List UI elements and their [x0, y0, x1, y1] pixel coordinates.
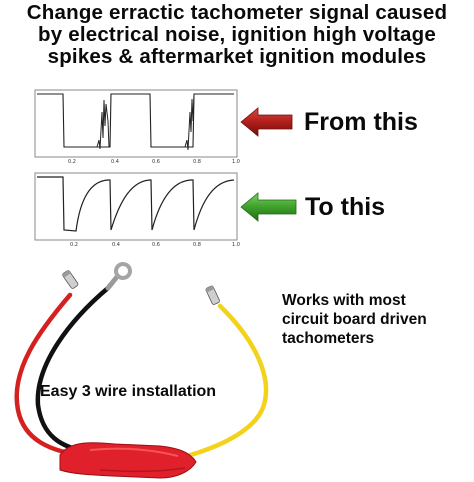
to-this-label: To this — [305, 193, 386, 221]
red-wire — [14, 292, 91, 459]
yellow-wire-terminal-icon — [205, 285, 220, 305]
compatibility-line-2: circuit board driven — [282, 311, 427, 328]
compatibility-text: Works with most circuit board driven tac… — [282, 291, 427, 348]
ring-terminal-icon — [105, 262, 132, 291]
noisy-tick-label: 0.6 — [152, 159, 160, 165]
compatibility-line-1: Works with most — [282, 292, 406, 309]
black-wire — [35, 285, 111, 455]
headline-line-3: spikes & aftermarket ignition modules — [47, 45, 427, 68]
left-arrow-green-icon — [240, 192, 297, 222]
headline-line-1: Change erractic tachometer signal caused — [26, 1, 448, 24]
clean-tick-label: 0.2 — [70, 242, 78, 248]
noisy-tick-label: 0.2 — [68, 159, 76, 165]
headline: Change erractic tachometer signal caused… — [0, 2, 474, 68]
clean-plot-ticks: 0.2 0.4 0.6 0.8 1.0 — [70, 242, 240, 248]
noisy-tick-label: 0.4 — [111, 159, 119, 165]
clean-tick-label: 0.6 — [152, 242, 160, 248]
left-arrow-red-icon — [240, 107, 293, 137]
noise-spikes — [96, 95, 195, 151]
noisy-tick-label: 0.8 — [193, 159, 201, 165]
clean-signal-trace — [37, 176, 235, 232]
clean-tick-label: 0.4 — [112, 242, 120, 248]
clean-tick-label: 1.0 — [232, 242, 240, 248]
from-this-label: From this — [304, 108, 418, 136]
red-wire-terminal-icon — [61, 269, 79, 289]
noisy-tick-label: 1.0 — [232, 159, 240, 165]
headline-line-2: by electrical noise, ignition high volta… — [38, 23, 436, 46]
heat-shrink-module — [59, 442, 197, 479]
noisy-plot-ticks: 0.2 0.4 0.6 0.8 1.0 — [68, 159, 240, 165]
yellow-wire — [177, 303, 269, 461]
clean-tick-label: 0.8 — [193, 242, 201, 248]
install-label: Easy 3 wire installation — [40, 383, 217, 400]
compatibility-line-3: tachometers — [282, 330, 375, 347]
